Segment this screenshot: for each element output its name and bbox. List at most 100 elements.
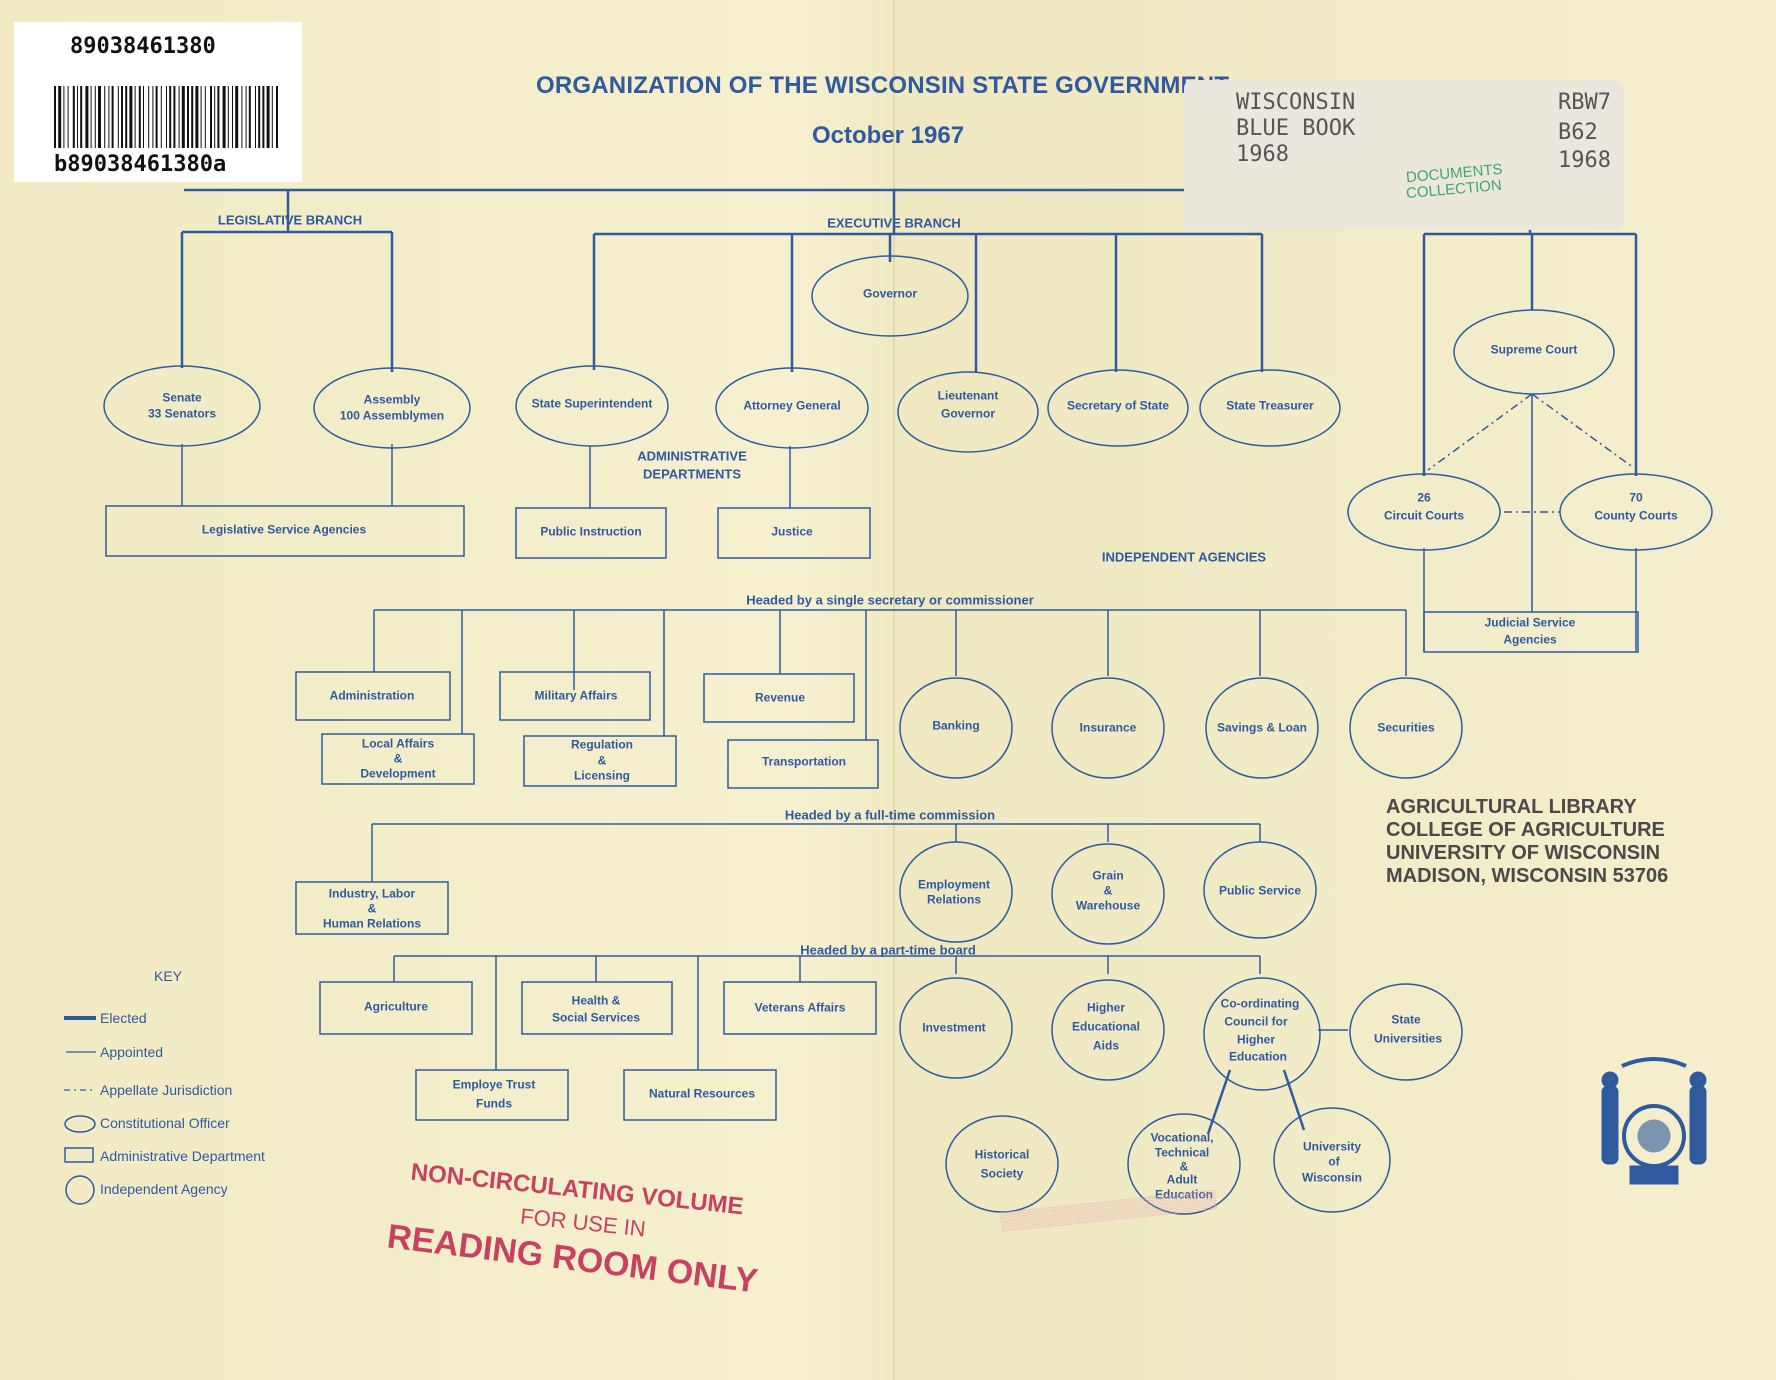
key-independent-agency: Independent Agency xyxy=(100,1181,228,1197)
county-courts-label: County Courts xyxy=(1594,508,1678,523)
key-appointed: Appointed xyxy=(100,1044,164,1060)
barcode-sticker: 89038461380 b89038461380a xyxy=(14,22,302,182)
secretary-of-state-node: Secretary of State xyxy=(1066,398,1170,413)
military-affairs-dept: Military Affairs xyxy=(534,688,618,703)
grain-warehouse-line1: Grain xyxy=(1092,868,1124,883)
admin-departments-label-line2: DEPARTMENTS xyxy=(643,466,741,482)
vocational-line2: Technical xyxy=(1154,1145,1210,1160)
coordinating-council-line4: Education xyxy=(1228,1049,1288,1064)
state-universities-line1: State xyxy=(1391,1012,1421,1027)
assembly-title: Assembly xyxy=(363,392,421,407)
page-title: ORGANIZATION OF THE WISCONSIN STATE GOVE… xyxy=(536,72,1230,99)
catalog-right-line2: B62 xyxy=(1558,120,1598,145)
historical-society-line2: Society xyxy=(980,1166,1024,1181)
vocational-line1: Vocational, xyxy=(1150,1130,1214,1145)
ag-library-stamp-line3: UNIVERSITY OF WISCONSIN xyxy=(1386,842,1661,864)
coordinating-council-line1: Co-ordinating xyxy=(1220,996,1300,1011)
industry-labor-line3: Human Relations xyxy=(322,916,422,931)
uw-line1: University xyxy=(1302,1139,1362,1154)
public-instruction-dept: Public Instruction xyxy=(540,524,642,539)
savings-loan-agency: Savings & Loan xyxy=(1216,720,1308,735)
judicial-service-line1: Judicial Service xyxy=(1484,615,1576,630)
regulation-line3: Licensing xyxy=(573,768,631,783)
circuit-courts-label: Circuit Courts xyxy=(1383,508,1465,523)
part-time-header: Headed by a part-time board xyxy=(800,942,976,958)
executive-branch-label: EXECUTIVE BRANCH xyxy=(827,215,961,231)
key-appellate: Appellate Jurisdiction xyxy=(100,1082,233,1098)
key-title: KEY xyxy=(154,968,183,984)
health-social-line1: Health & xyxy=(571,993,621,1008)
assembly-count: 100 Assemblymen xyxy=(339,408,445,423)
regulation-line1: Regulation xyxy=(571,737,633,752)
catalog-left-line1: WISCONSIN xyxy=(1236,90,1356,115)
higher-aids-line1: Higher xyxy=(1086,1000,1126,1015)
higher-aids-line3: Aids xyxy=(1092,1038,1120,1053)
governor-node: Governor xyxy=(862,286,918,301)
lieutenant-governor-line2: Governor xyxy=(940,406,996,421)
state-superintendent-node: State Superintendent xyxy=(531,396,653,411)
local-affairs-line3: Development xyxy=(360,766,436,781)
barcode-number: 89038461380 xyxy=(70,34,216,59)
key-administrative-department: Administrative Department xyxy=(100,1148,265,1164)
revenue-dept: Revenue xyxy=(754,690,806,705)
catalog-left-line3: 1968 xyxy=(1236,142,1289,167)
key-elected: Elected xyxy=(100,1010,147,1026)
legislative-service-agencies: Legislative Service Agencies xyxy=(201,522,367,537)
local-affairs-line1: Local Affairs xyxy=(361,736,435,751)
senate-title: Senate xyxy=(162,390,202,405)
employe-trust-line1: Employe Trust xyxy=(452,1077,536,1092)
barcode-icon xyxy=(54,86,278,148)
state-universities-line2: Universities xyxy=(1373,1031,1443,1046)
attorney-general-node: Attorney General xyxy=(743,398,841,413)
investment-agency: Investment xyxy=(922,1020,986,1035)
agriculture-dept: Agriculture xyxy=(363,999,429,1014)
uw-line3: Wisconsin xyxy=(1302,1170,1362,1185)
securities-agency: Securities xyxy=(1377,720,1435,735)
barcode-id: b89038461380a xyxy=(54,152,227,177)
ag-library-stamp-line4: MADISON, WISCONSIN 53706 xyxy=(1386,865,1669,887)
circuit-courts-count: 26 xyxy=(1417,490,1431,505)
local-affairs-line2: & xyxy=(393,751,403,766)
catalog-right-line1: RBW7 xyxy=(1558,90,1611,115)
industry-labor-line2: & xyxy=(367,901,377,916)
senate-count: 33 Senators xyxy=(147,406,217,421)
judicial-service-line2: Agencies xyxy=(1503,632,1557,647)
insurance-agency: Insurance xyxy=(1079,720,1137,735)
supreme-court-node: Supreme Court xyxy=(1490,342,1578,357)
catalog-right-line3: 1968 xyxy=(1558,148,1611,173)
administration-dept: Administration xyxy=(329,688,415,703)
single-secretary-header: Headed by a single secretary or commissi… xyxy=(746,592,1034,608)
catalog-left-line2: BLUE BOOK xyxy=(1236,116,1356,141)
key-constitutional-officer: Constitutional Officer xyxy=(100,1115,230,1131)
ag-library-stamp-line2: COLLEGE OF AGRICULTURE xyxy=(1386,819,1665,841)
coordinating-council-line3: Higher xyxy=(1236,1032,1276,1047)
state-seal-icon xyxy=(1601,1057,1707,1185)
lieutenant-governor-line1: Lieutenant xyxy=(937,388,999,403)
county-courts-count: 70 xyxy=(1629,490,1643,505)
industry-labor-line1: Industry, Labor xyxy=(328,886,416,901)
public-service-agency: Public Service xyxy=(1218,883,1302,898)
coordinating-council-line2: Council for xyxy=(1224,1014,1288,1029)
employe-trust-line2: Funds xyxy=(476,1096,512,1111)
page-subtitle: October 1967 xyxy=(812,122,965,149)
book-spine-fold xyxy=(893,0,895,1380)
grain-warehouse-line2: & xyxy=(1103,883,1113,898)
grain-warehouse-line3: Warehouse xyxy=(1075,898,1141,913)
full-time-header: Headed by a full-time commission xyxy=(784,807,996,823)
veterans-affairs-dept: Veterans Affairs xyxy=(754,1000,846,1015)
employment-relations-line1: Employment xyxy=(917,877,991,892)
uw-line2: of xyxy=(1328,1154,1340,1169)
employment-relations-line2: Relations xyxy=(926,892,982,907)
banking-agency: Banking xyxy=(932,718,980,733)
vocational-line4: Adult xyxy=(1166,1172,1198,1187)
independent-agencies-label: INDEPENDENT AGENCIES xyxy=(1101,549,1267,565)
justice-dept: Justice xyxy=(771,524,813,539)
ag-library-stamp-line1: AGRICULTURAL LIBRARY xyxy=(1386,796,1637,818)
natural-resources-dept: Natural Resources xyxy=(648,1086,756,1101)
catalog-label: WISCONSIN BLUE BOOK 1968 RBW7 B62 1968 D… xyxy=(1184,80,1624,230)
vocational-line3: & xyxy=(1179,1159,1189,1174)
health-social-line2: Social Services xyxy=(551,1010,641,1025)
admin-departments-label-line1: ADMINISTRATIVE xyxy=(637,448,747,464)
legislative-branch-label: LEGISLATIVE BRANCH xyxy=(217,212,363,228)
